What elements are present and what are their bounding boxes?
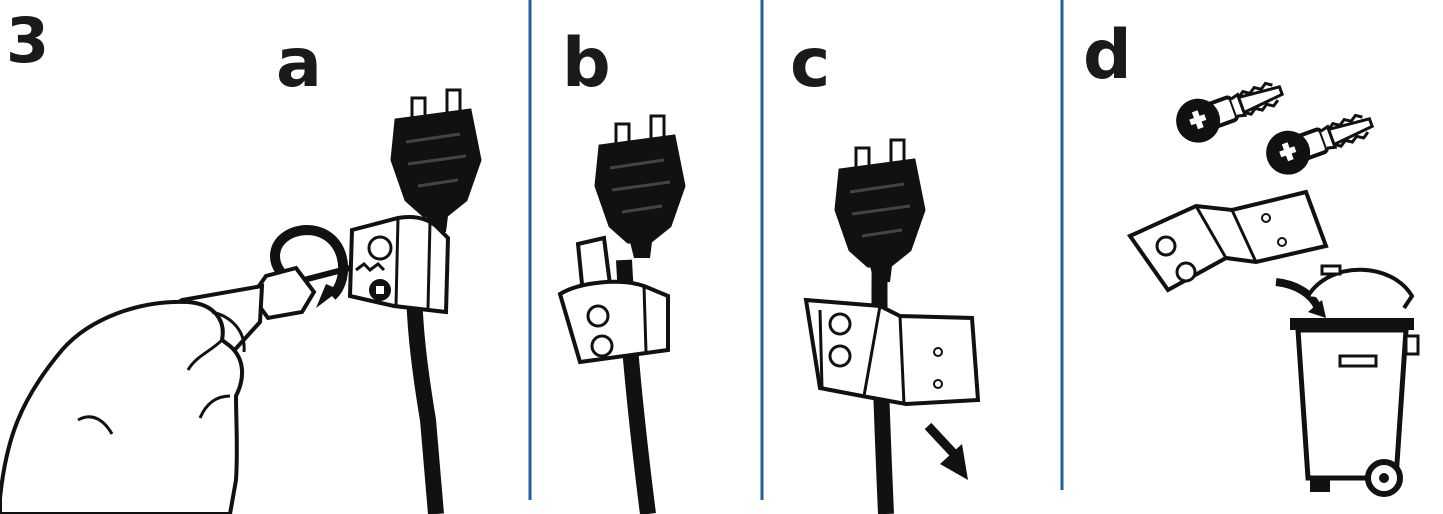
- panel-label-d: d: [1083, 16, 1132, 95]
- power-plug-b: [594, 114, 686, 260]
- power-plug-a: [390, 88, 482, 234]
- panel-label-a: a: [276, 24, 322, 103]
- panel-label-b: b: [562, 24, 611, 103]
- pull-arrow: [924, 422, 960, 460]
- dispose-arrow: [1275, 278, 1322, 310]
- step-number: 3: [6, 4, 50, 77]
- trash-bin-icon: [1290, 264, 1420, 497]
- panel-a-art: [0, 88, 482, 514]
- rotate-arrow: [270, 224, 349, 300]
- panel-b-art: [557, 114, 686, 514]
- screw-2: [1257, 99, 1381, 183]
- panel-label-c: c: [790, 24, 831, 103]
- bracket-b: [557, 279, 670, 365]
- screw-1: [1167, 67, 1291, 151]
- panel-c-art: [803, 138, 981, 514]
- hand: [0, 299, 244, 514]
- power-plug-c: [834, 138, 926, 284]
- panel-d-art: [1126, 67, 1420, 497]
